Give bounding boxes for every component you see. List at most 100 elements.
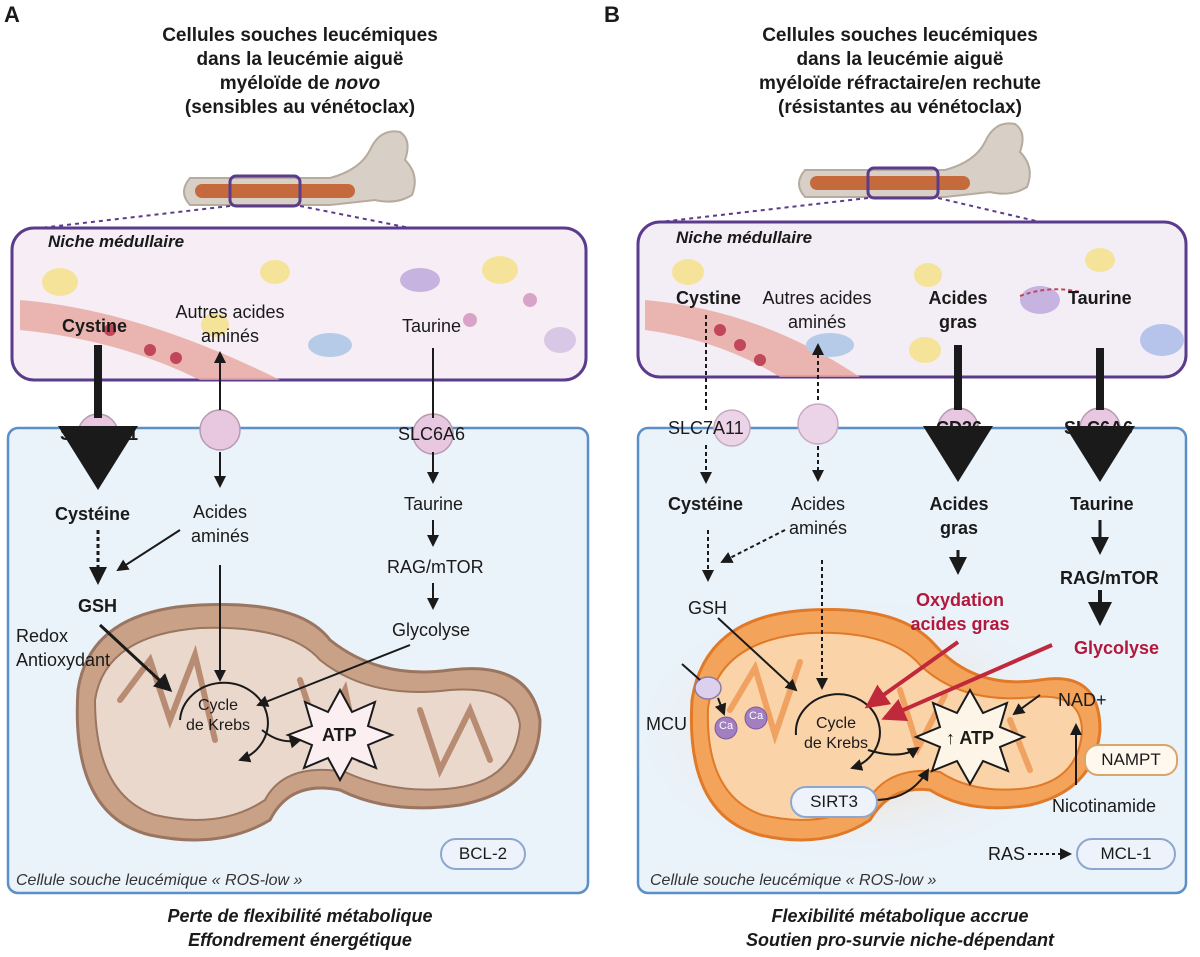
taurine-niche-label: Taurine	[402, 316, 462, 336]
panel-a-title: Cellules souches leucémiques dans la leu…	[0, 24, 600, 120]
cystine-label-b: Cystine	[676, 288, 742, 308]
panel-a-title-line3-text: myéloïde de	[219, 73, 335, 94]
acides-amines-line1: Acides	[192, 502, 248, 522]
atp-star	[285, 687, 395, 783]
ras-label: RAS	[988, 844, 1026, 864]
gsh-label-b: GSH	[688, 598, 728, 618]
antioxydant-line: Antioxydant	[16, 650, 111, 670]
panel-a-title-line2: dans la leucémie aiguë	[196, 49, 404, 70]
slc7a11-transporter-b	[713, 409, 751, 447]
mcl1-badge: MCL-1	[1076, 838, 1176, 870]
panel-b-summary-line1: Flexibilité métabolique accrue	[771, 906, 1029, 926]
panel-b-red-arrows	[864, 640, 1053, 721]
cell-footer: Cellule souche leucémique « ROS-low »	[16, 872, 303, 889]
redox-line: Redox	[16, 626, 69, 646]
taurine-cell-label-b: Taurine	[1070, 494, 1134, 514]
acides-amines-label-b: Acides aminés	[778, 492, 858, 540]
krebs-cycle-arrow	[179, 681, 269, 763]
niche-label: Niche médullaire	[48, 232, 185, 251]
amino-acid-transporter	[199, 409, 241, 451]
niche-label-b: Niche médullaire	[676, 228, 813, 247]
panel-a-summary-line1: Perte de flexibilité métabolique	[167, 906, 433, 926]
bcl2-badge: BCL-2	[440, 838, 526, 870]
gsh-label: GSH	[78, 596, 118, 616]
panel-b-letter: B	[604, 2, 620, 27]
acides-amines-label: Acides aminés	[180, 500, 260, 548]
panel-a-letter: A	[4, 2, 20, 27]
mcu-channel	[694, 676, 722, 700]
panel-a-title-line3: myéloïde de novo	[0, 72, 600, 96]
taurine-niche-label-b: Taurine	[1068, 288, 1132, 308]
acides-gras-cell-line1: Acides	[929, 494, 989, 514]
autres-acides-label-b: Autres acides aminés	[752, 286, 882, 334]
nad-label: NAD+	[1058, 690, 1107, 710]
acides-gras-cell-label: Acides gras	[924, 492, 994, 540]
ca-ion-2	[744, 706, 768, 730]
panel-a-summary-line2: Effondrement énergétique	[188, 930, 412, 950]
nicotinamide-label: Nicotinamide	[1052, 796, 1157, 816]
cd36-label: CD36	[936, 418, 983, 438]
oxydation-line2: acides gras	[910, 614, 1010, 634]
autres-acides-label: Autres acides aminés	[160, 300, 300, 348]
taurine-cell-label: Taurine	[404, 494, 464, 514]
atp-label-b: ↑ ATP	[946, 728, 995, 748]
panel-b: B Cellules souches leucémiques dans la l…	[600, 0, 1200, 957]
atp-star-b	[913, 687, 1027, 787]
panel-b-title-line1: Cellules souches leucémiques	[762, 25, 1038, 46]
cystine-label: Cystine	[62, 316, 128, 336]
panel-b-arrows	[681, 315, 1135, 860]
acides-amines-b-line1: Acides	[790, 494, 846, 514]
slc7a11-label-b: SLC7A11	[668, 418, 744, 438]
autres-acides-line2: aminés	[200, 326, 260, 346]
panel-b-summary: Flexibilité métabolique accrue Soutien p…	[600, 904, 1200, 952]
rag-mtor-label-b: RAG/mTOR	[1060, 568, 1159, 588]
sirt3-badge: SIRT3	[790, 786, 878, 818]
oxydation-line1: Oxydation	[915, 590, 1004, 610]
acides-gras-niche-line1: Acides	[928, 288, 988, 308]
slc7a11-label: SLC7A11	[60, 424, 139, 444]
krebs-cycle-arrow-b	[794, 693, 881, 771]
panel-b-graphics	[625, 122, 1188, 895]
cell-footer-b: Cellule souche leucémique « ROS-low »	[650, 872, 937, 889]
mitochondrion	[75, 602, 542, 842]
acides-gras-niche-label: Acides gras	[922, 286, 994, 334]
bone-illustration-b	[659, 122, 1041, 223]
panel-a-title-novo: novo	[334, 73, 381, 94]
glycolyse-label: Glycolyse	[392, 620, 471, 640]
redox-label: Redox Antioxydant	[16, 624, 110, 672]
acides-gras-niche-line2: gras	[938, 312, 978, 332]
autres-acides-b-line2: aminés	[787, 312, 847, 332]
panel-a-title-line4: (sensibles au vénétoclax)	[184, 97, 416, 118]
panel-a-summary: Perte de flexibilité métabolique Effondr…	[0, 904, 600, 952]
panel-b-title-line3: myéloïde réfractaire/en rechute	[759, 73, 1041, 94]
panel-a: A Cellules souches leucémiques dans la l…	[0, 2, 600, 952]
acides-gras-cell-line2: gras	[939, 518, 979, 538]
panel-b-summary-line2: Soutien pro-survie niche-dépendant	[745, 930, 1055, 950]
oxydation-label: Oxydation acides gras	[904, 588, 1016, 636]
atp-label: ATP	[322, 725, 357, 745]
niche-box-b	[636, 220, 1188, 379]
slc6a6-label: SLC6A6	[398, 424, 466, 444]
atp-text-b: ATP	[959, 728, 995, 748]
ca-ion-1	[714, 716, 738, 740]
panel-b-title-line4: (résistantes au vénétoclax)	[778, 97, 1022, 118]
ca-label-1: Ca	[719, 720, 734, 732]
panel-a-title-line1: Cellules souches leucémiques	[162, 25, 438, 46]
cysteine-label: Cystéine	[55, 504, 131, 524]
autres-acides-line1: Autres acides	[175, 302, 285, 322]
ca-label-2: Ca	[749, 710, 764, 722]
krebs-label: Cycle de Krebs	[178, 696, 258, 736]
krebs-label-b: Cycle de Krebs	[796, 714, 876, 754]
krebs-b-line1: Cycle	[815, 715, 856, 732]
acides-amines-line2: aminés	[190, 526, 250, 546]
panel-a-graphics	[6, 130, 590, 895]
bone-illustration	[39, 130, 416, 229]
krebs-line1: Cycle	[197, 697, 238, 714]
rag-mtor-label: RAG/mTOR	[387, 557, 484, 577]
glycolyse-label-b: Glycolyse	[1074, 638, 1160, 658]
nampt-badge: NAMPT	[1084, 744, 1178, 776]
krebs-line2: de Krebs	[185, 717, 251, 734]
autres-acides-b-line1: Autres acides	[762, 288, 872, 308]
cysteine-label-b: Cystéine	[668, 494, 744, 514]
mcu-label: MCU	[646, 714, 687, 734]
